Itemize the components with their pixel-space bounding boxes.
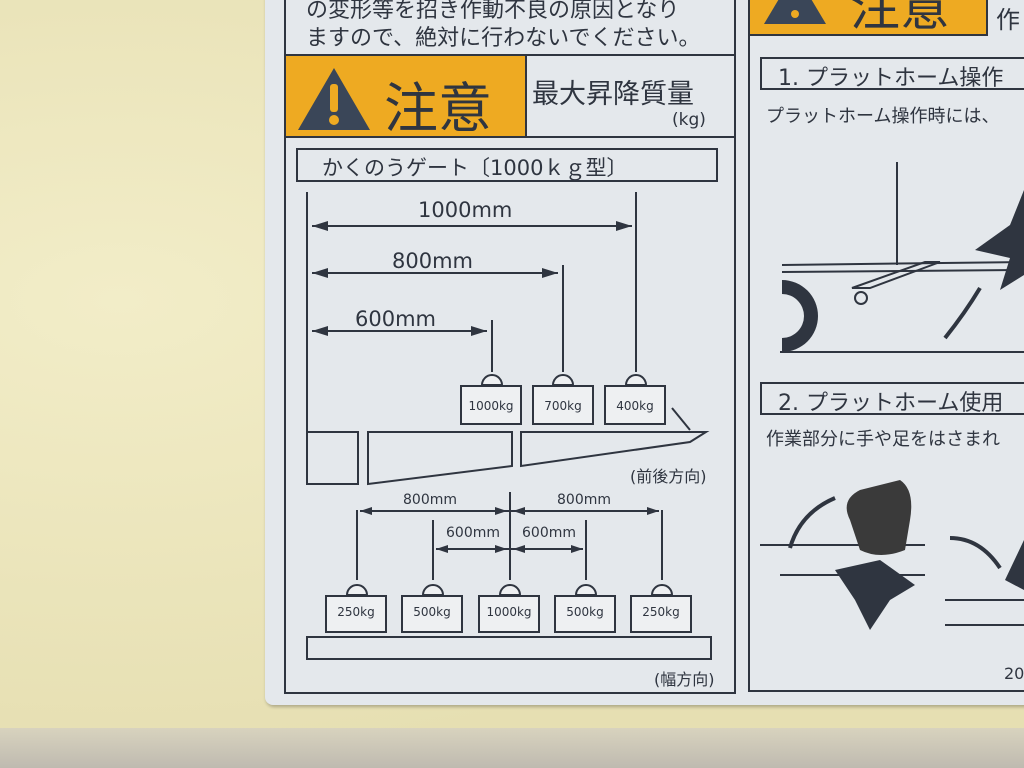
section2-text: 作業部分に手や足をはさまれ — [766, 429, 1000, 450]
gate-title-box — [296, 148, 718, 182]
footer-partial: 20 — [1004, 664, 1024, 683]
max-load-title: 最大昇降質量 — [532, 79, 694, 110]
fore-aft-label: (前後方向) — [630, 467, 707, 486]
right-header-partial: 作 — [996, 6, 1020, 34]
weight-400kg: 400kg — [604, 385, 666, 425]
weight-1000kg: 1000kg — [460, 385, 522, 425]
metal-ledge — [0, 728, 1024, 768]
weight-250kg-right: 250kg — [630, 595, 692, 633]
max-load-header — [525, 54, 736, 138]
right-panel — [748, 0, 1024, 692]
warning-triangle-icon — [764, 0, 826, 24]
warning-triangle-icon — [298, 68, 370, 130]
left-panel — [284, 0, 736, 694]
weight-250kg-left: 250kg — [325, 595, 387, 633]
distance-600mm-left: 600mm — [446, 525, 500, 541]
section1-text: プラットホーム操作時には、 — [766, 106, 1000, 127]
unit-label: (kg) — [672, 110, 706, 130]
distance-800mm-right: 800mm — [557, 492, 611, 508]
weight-1000kg-center: 1000kg — [478, 595, 540, 633]
width-direction-label: (幅方向) — [654, 670, 715, 689]
notice-line-2: ますので、絶対に行わないでください。 — [306, 26, 701, 51]
distance-600mm-right: 600mm — [522, 525, 576, 541]
distance-600mm: 600mm — [355, 307, 436, 331]
distance-800mm-left: 800mm — [403, 492, 457, 508]
distance-1000mm: 1000mm — [418, 198, 513, 222]
weight-500kg-left: 500kg — [401, 595, 463, 633]
right-caution-text: 注意 — [850, 0, 950, 37]
section2-title-box — [760, 382, 1024, 415]
distance-800mm: 800mm — [392, 249, 473, 273]
right-caution-banner: 注意 — [748, 0, 988, 37]
section1-title: 1. プラットホーム操作 — [778, 66, 1004, 91]
section2-title: 2. プラットホーム使用 — [778, 391, 1004, 416]
caution-text: 注意 — [384, 77, 492, 140]
caution-banner: 注意 — [284, 54, 527, 140]
weight-700kg: 700kg — [532, 385, 594, 425]
gate-title: かくのうゲート〔1000ｋｇ型〕 — [322, 156, 628, 180]
section1-title-box — [760, 57, 1024, 90]
weight-500kg-right: 500kg — [554, 595, 616, 633]
notice-line-1: の変形等を招き作動不良の原因となり — [306, 0, 680, 23]
